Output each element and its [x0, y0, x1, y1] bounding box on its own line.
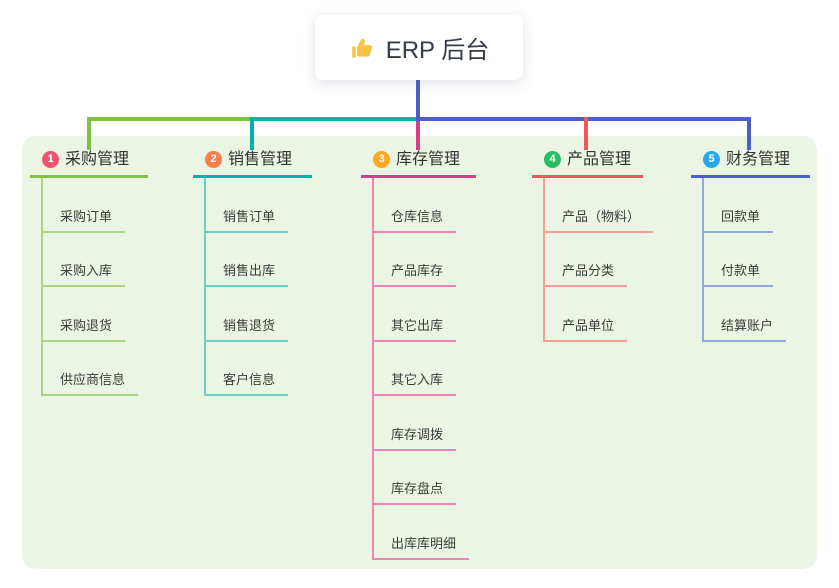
child-row: 结算账户: [704, 287, 810, 342]
branch-children: 采购订单 采购入库 采购退货 供应商信息: [41, 178, 148, 396]
child-node[interactable]: 销售出库: [206, 260, 289, 287]
root-node[interactable]: ERP 后台: [315, 15, 523, 80]
child-node[interactable]: 其它出库: [374, 315, 457, 342]
branch-children: 产品（物料） 产品分类 产品单位: [543, 178, 654, 342]
branch-product: 4 产品管理 产品（物料） 产品分类 产品单位: [532, 150, 654, 342]
branch-children: 仓库信息 产品库存 其它出库 其它入库 库存调拨 库存盘点 出库库明细: [372, 178, 476, 560]
child-row: 出库库明细: [374, 505, 476, 560]
connector-bus-blue: [416, 117, 751, 121]
child-row: 采购退货: [43, 287, 148, 342]
child-node[interactable]: 销售退货: [206, 315, 289, 342]
child-row: 其它出库: [374, 287, 476, 342]
child-node[interactable]: 产品分类: [545, 260, 628, 287]
branch-finance: 5 财务管理 回款单 付款单 结算账户: [691, 150, 810, 342]
thumbs-up-icon: [351, 38, 372, 58]
branch-title-label: 采购管理: [65, 151, 130, 168]
child-row: 产品库存: [374, 233, 476, 287]
branch-title-label: 产品管理: [567, 151, 632, 168]
connector-drop-purchase: [87, 117, 91, 150]
connector-bus-green: [87, 117, 254, 121]
child-row: 付款单: [704, 233, 810, 287]
child-node[interactable]: 产品库存: [374, 260, 457, 287]
branch-title-label: 财务管理: [726, 151, 791, 168]
branch-number-badge: 3: [373, 151, 390, 168]
child-node[interactable]: 销售订单: [206, 206, 289, 233]
branch-inventory: 3 库存管理 仓库信息 产品库存 其它出库 其它入库 库存调拨 库存盘点 出库库…: [361, 150, 476, 560]
branch-children: 回款单 付款单 结算账户: [702, 178, 810, 342]
connector-bus-teal: [250, 117, 418, 121]
child-node[interactable]: 产品（物料）: [545, 206, 654, 233]
child-row: 库存盘点: [374, 451, 476, 505]
child-row: 回款单: [704, 178, 810, 233]
child-node[interactable]: 产品单位: [545, 315, 628, 342]
connector-drop-product: [584, 117, 588, 150]
branch-number-badge: 4: [544, 151, 561, 168]
branch-sales: 2 销售管理 销售订单 销售出库 销售退货 客户信息: [193, 150, 312, 396]
branch-purchase: 1 采购管理 采购订单 采购入库 采购退货 供应商信息: [30, 150, 148, 396]
branch-title-node[interactable]: 5 财务管理: [691, 150, 810, 178]
child-row: 销售订单: [206, 178, 312, 233]
child-node[interactable]: 采购退货: [43, 315, 126, 342]
child-node[interactable]: 其它入库: [374, 369, 457, 396]
child-row: 采购入库: [43, 233, 148, 287]
branch-title-label: 销售管理: [228, 151, 293, 168]
child-row: 其它入库: [374, 342, 476, 396]
branch-number-badge: 5: [703, 151, 720, 168]
child-node[interactable]: 客户信息: [206, 369, 289, 396]
child-row: 客户信息: [206, 342, 312, 396]
branch-title-label: 库存管理: [396, 151, 461, 168]
child-row: 仓库信息: [374, 178, 476, 233]
connector-drop-inventory: [416, 121, 420, 150]
root-label: ERP 后台: [385, 37, 490, 64]
child-row: 采购订单: [43, 178, 148, 233]
child-node[interactable]: 付款单: [704, 260, 774, 287]
child-node[interactable]: 库存盘点: [374, 478, 457, 505]
child-node[interactable]: 出库库明细: [374, 533, 470, 560]
child-node[interactable]: 采购入库: [43, 260, 126, 287]
child-row: 销售退货: [206, 287, 312, 342]
branch-title-node[interactable]: 1 采购管理: [30, 150, 148, 178]
child-row: 产品分类: [545, 233, 653, 287]
child-row: 销售出库: [206, 233, 312, 287]
child-node[interactable]: 采购订单: [43, 206, 126, 233]
connector-drop-finance: [747, 117, 751, 150]
child-node[interactable]: 回款单: [704, 206, 774, 233]
connector-drop-sales: [250, 117, 254, 150]
child-row: 库存调拨: [374, 396, 476, 451]
connector-root-stub: [416, 80, 420, 121]
child-node[interactable]: 仓库信息: [374, 206, 457, 233]
child-row: 供应商信息: [43, 342, 148, 396]
child-node[interactable]: 库存调拨: [374, 424, 457, 451]
branch-children: 销售订单 销售出库 销售退货 客户信息: [204, 178, 312, 396]
child-row: 产品单位: [545, 287, 653, 342]
child-node[interactable]: 供应商信息: [43, 369, 139, 396]
child-node[interactable]: 结算账户: [704, 315, 787, 342]
branches-panel: [22, 136, 817, 569]
branch-title-node[interactable]: 4 产品管理: [532, 150, 643, 178]
branch-title-node[interactable]: 2 销售管理: [193, 150, 312, 178]
branch-title-node[interactable]: 3 库存管理: [361, 150, 476, 178]
child-row: 产品（物料）: [545, 178, 654, 233]
branch-number-badge: 1: [42, 151, 59, 168]
branch-number-badge: 2: [205, 151, 222, 168]
